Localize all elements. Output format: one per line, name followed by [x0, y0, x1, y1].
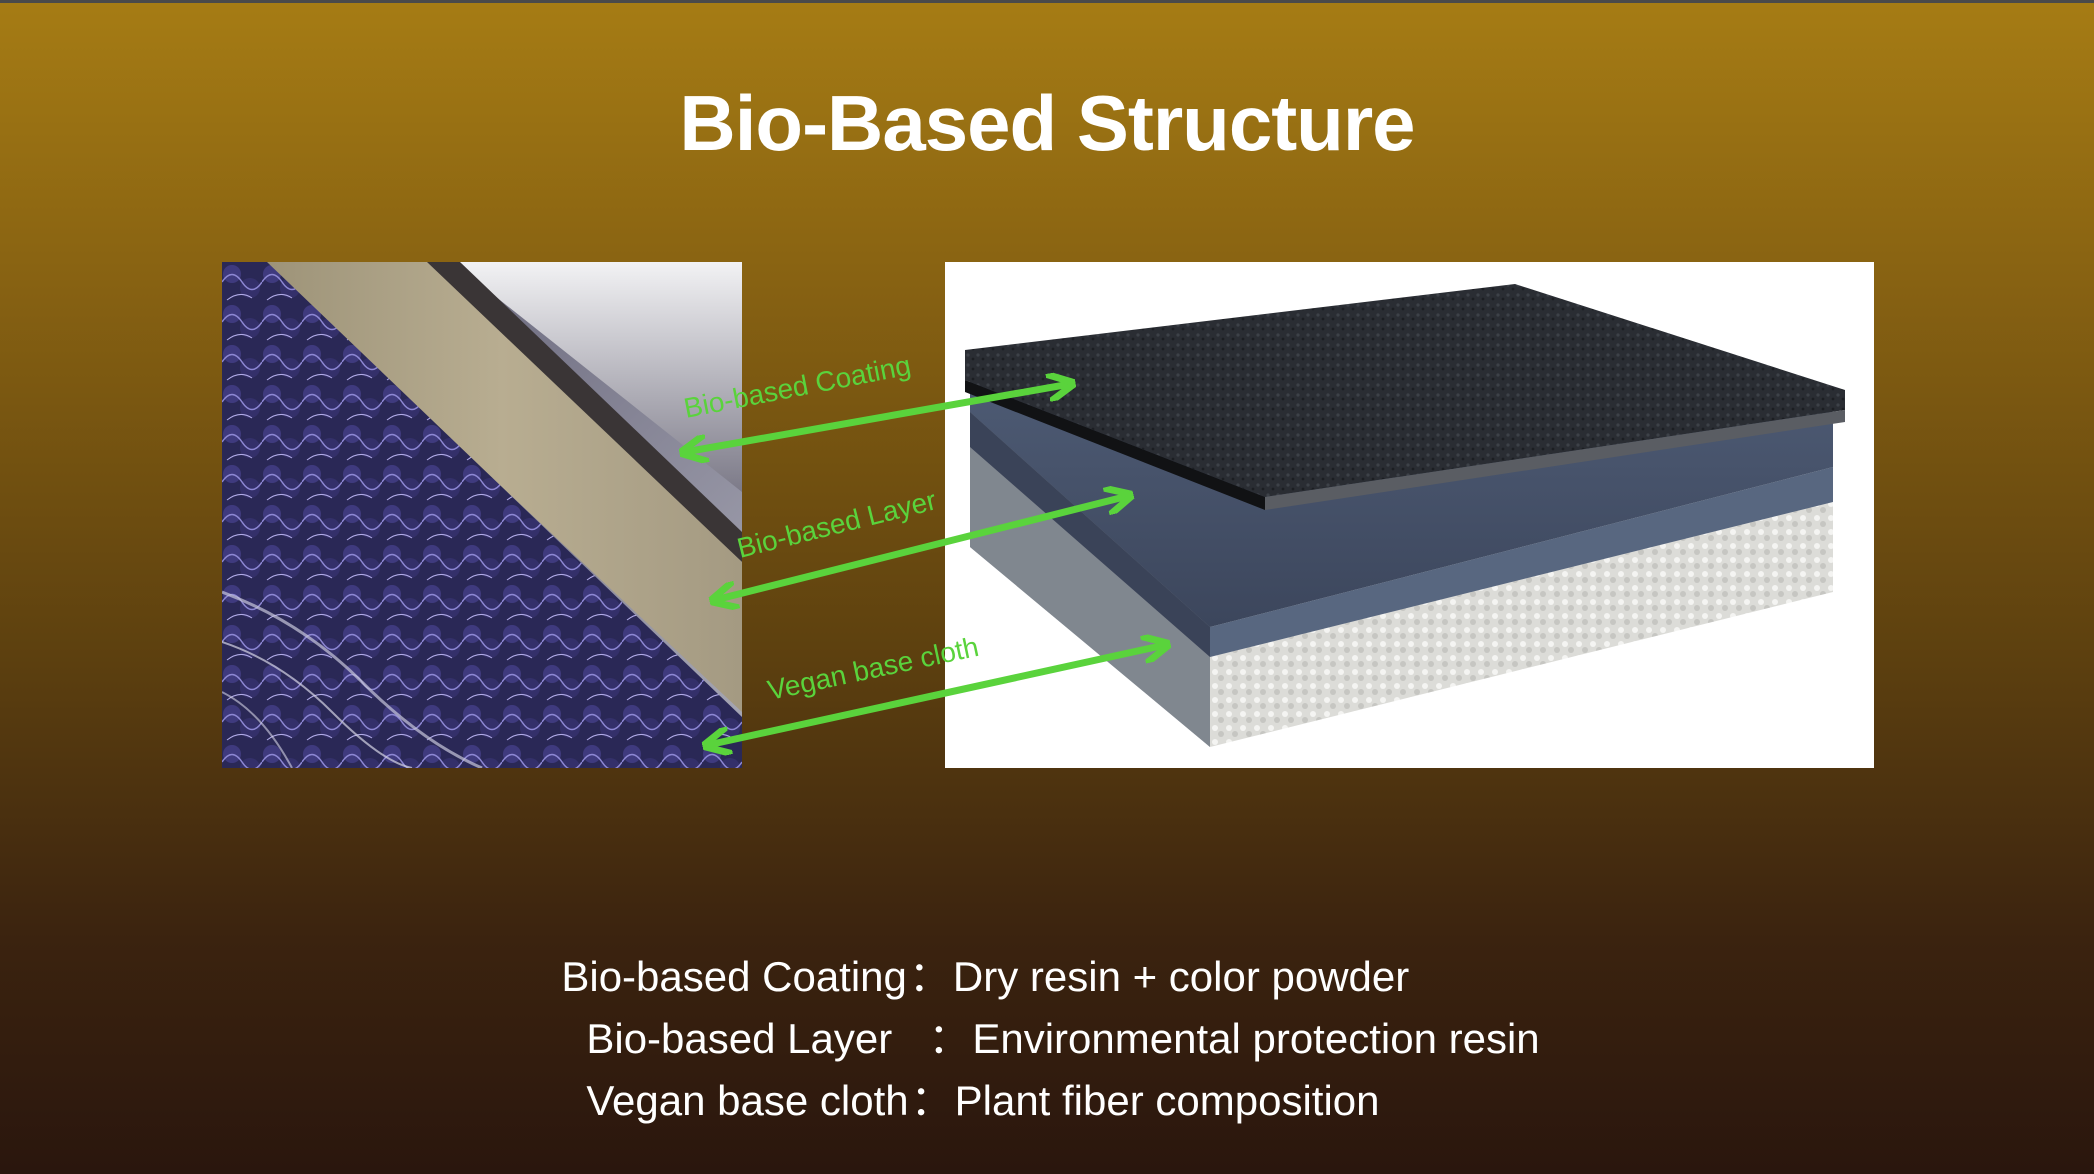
legend-layer-separator: ：: [928, 1015, 971, 1062]
legend-base-cloth-name: Vegan base cloth: [586, 1077, 909, 1124]
top-border: [0, 0, 2094, 3]
legend-line-coating: Bio-based Coating：Dry resin + color powd…: [538, 895, 1409, 1004]
legend-base-cloth-separator: ：: [910, 1077, 953, 1124]
legend-line-base-cloth: Vegan base cloth：Plant fiber composition: [563, 1019, 1380, 1128]
legend-layer-name: Bio-based Layer: [586, 1015, 893, 1062]
layer-render-illustration: [965, 284, 1845, 747]
callout-layer-label: Bio-based Layer: [734, 484, 939, 563]
legend-coating-separator: ：: [908, 953, 951, 1000]
legend-line-layer: Bio-based Layer ：Environmental protection…: [563, 957, 1540, 1066]
legend-base-cloth-description: Plant fiber composition: [954, 1077, 1380, 1124]
legend-coating-description: Dry resin + color powder: [952, 953, 1410, 1000]
legend-coating-name: Bio-based Coating: [561, 953, 907, 1000]
cross-section-photo: [222, 262, 742, 768]
slide-title: Bio-Based Structure: [679, 79, 1415, 167]
layer-render: [945, 262, 1874, 768]
legend-layer-description: Environmental protection resin: [972, 1015, 1540, 1062]
cross-section-illustration: [222, 262, 742, 768]
